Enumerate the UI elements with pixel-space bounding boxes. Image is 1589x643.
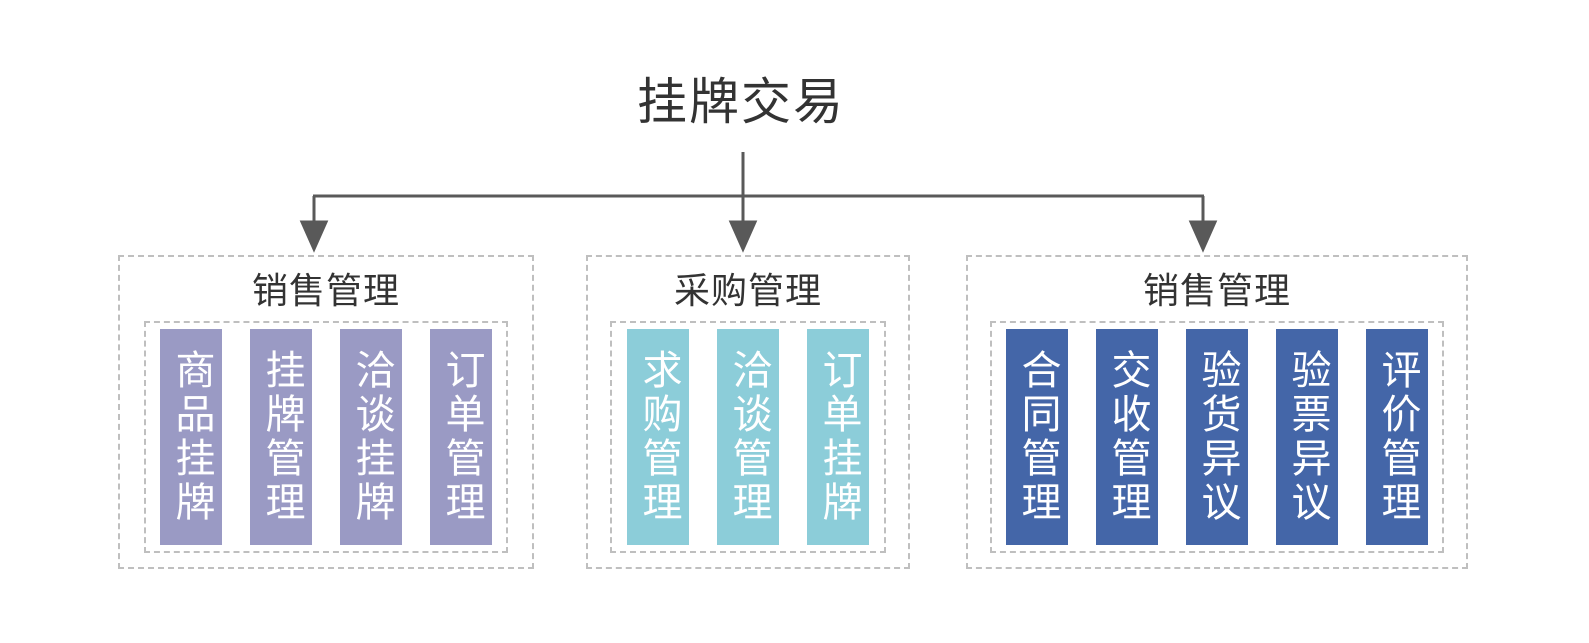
group-items-box: 合同管理 交收管理 验货异议 验票异议 评价管理 [990, 321, 1444, 553]
item-label: 交收管理 [1105, 349, 1150, 525]
item-bar[interactable]: 合同管理 [1006, 329, 1068, 545]
group-items-box: 求购管理 洽谈管理 订单挂牌 [610, 321, 886, 553]
group-title: 销售管理 [1142, 270, 1291, 311]
item-label: 验票异议 [1285, 349, 1330, 525]
item-label: 求购管理 [636, 349, 681, 525]
group-title: 销售管理 [251, 270, 400, 311]
item-label: 评价管理 [1375, 349, 1420, 525]
groups-container: 销售管理 商品挂牌 挂牌管理 洽谈挂牌 订单管理 采购管理 求购管理 洽谈管理 [118, 255, 1468, 569]
root-title: 挂牌交易 [637, 74, 845, 130]
item-label: 商品挂牌 [169, 349, 214, 525]
item-label: 订单管理 [439, 349, 484, 525]
group-title: 采购管理 [673, 270, 822, 311]
arrow-head-3 [1188, 220, 1218, 253]
item-bar[interactable]: 验票异议 [1276, 329, 1338, 545]
group-sales-fulfillment[interactable]: 销售管理 合同管理 交收管理 验货异议 验票异议 评价管理 [966, 255, 1468, 569]
item-bar[interactable]: 洽谈管理 [717, 329, 779, 545]
arrow-head-2 [728, 220, 758, 253]
item-label: 挂牌管理 [259, 349, 304, 525]
group-sales-listing[interactable]: 销售管理 商品挂牌 挂牌管理 洽谈挂牌 订单管理 [118, 255, 534, 569]
item-label: 洽谈挂牌 [349, 349, 394, 525]
item-label: 验货异议 [1195, 349, 1240, 525]
arrow-head-1 [299, 220, 329, 253]
item-bar[interactable]: 挂牌管理 [250, 329, 312, 545]
item-label: 洽谈管理 [726, 349, 771, 525]
group-purchase-management[interactable]: 采购管理 求购管理 洽谈管理 订单挂牌 [586, 255, 910, 569]
group-items-box: 商品挂牌 挂牌管理 洽谈挂牌 订单管理 [144, 321, 508, 553]
item-bar[interactable]: 交收管理 [1096, 329, 1158, 545]
item-bar[interactable]: 订单挂牌 [807, 329, 869, 545]
item-bar[interactable]: 求购管理 [627, 329, 689, 545]
item-bar[interactable]: 洽谈挂牌 [340, 329, 402, 545]
item-bar[interactable]: 订单管理 [430, 329, 492, 545]
item-bar[interactable]: 评价管理 [1366, 329, 1428, 545]
item-label: 合同管理 [1015, 349, 1060, 525]
item-bar[interactable]: 验货异议 [1186, 329, 1248, 545]
item-bar[interactable]: 商品挂牌 [160, 329, 222, 545]
item-label: 订单挂牌 [816, 349, 861, 525]
